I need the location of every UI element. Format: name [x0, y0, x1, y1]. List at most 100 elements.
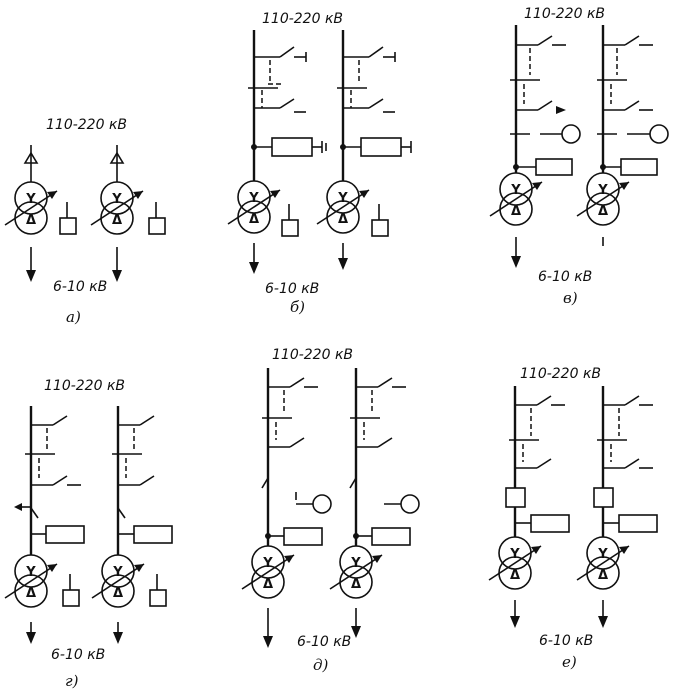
regulation-arrow-line — [227, 189, 281, 225]
scheme-v — [510, 25, 669, 268]
lv-winding-label: Δ — [113, 586, 123, 601]
transformer-icon: YΔ — [576, 536, 630, 590]
scheme-d — [261, 368, 420, 648]
branch-e-right — [593, 386, 658, 628]
hv-winding-label: Y — [509, 547, 520, 562]
measuring-transformer-icon — [561, 124, 581, 144]
hv-winding-label: Y — [337, 191, 348, 206]
capacitor-battery-icon — [371, 527, 411, 546]
branch-e-left — [505, 386, 570, 628]
arrow-down-icon — [338, 258, 348, 270]
transformer-icon: YΔ — [227, 180, 281, 234]
hv-winding-label: Y — [25, 565, 36, 580]
branch-v-left — [510, 25, 581, 268]
hv-label-g: 110-220 кВ — [44, 378, 125, 394]
regulation-arrow-line — [90, 190, 144, 226]
hv-label-d: 110-220 кВ — [272, 347, 353, 363]
arrow-down-icon — [351, 626, 361, 638]
lv-winding-label: Δ — [263, 577, 273, 592]
measuring-transformer-icon — [649, 124, 669, 144]
arrow-down-icon — [249, 262, 259, 274]
lv-winding-label: Δ — [26, 213, 36, 228]
lv-label-v: 6-10 кВ — [538, 269, 592, 285]
branch-g-right — [112, 406, 173, 644]
regulation-arrow-line — [241, 554, 295, 590]
regulation-arrow-line — [4, 190, 58, 226]
arrow-down-icon — [113, 632, 123, 644]
hv-winding-label: Y — [597, 183, 608, 198]
arrow-down-icon — [511, 256, 521, 268]
lv-label-d: 6-10 кВ — [297, 634, 351, 650]
transformer-icon: YΔ — [4, 554, 58, 608]
measuring-transformer-icon — [312, 494, 332, 514]
lv-winding-label: Δ — [249, 212, 259, 227]
reactor-box-icon — [593, 487, 614, 508]
arrowhead-icon — [284, 555, 294, 563]
capacitor-battery-icon — [535, 158, 573, 176]
lv-winding-label: Δ — [112, 213, 122, 228]
transformer-icon: YΔ — [489, 172, 543, 226]
lv-winding-label: Δ — [351, 577, 361, 592]
capacitor-battery-icon — [620, 158, 658, 176]
transformer-icon: YΔ — [241, 545, 295, 599]
hv-label-v: 110-220 кВ — [524, 6, 605, 22]
hv-winding-label: Y — [262, 556, 273, 571]
branch-v-right — [597, 25, 669, 246]
arrowhead-icon — [47, 564, 57, 572]
hv-winding-label: Y — [597, 547, 608, 562]
lv-winding-label: Δ — [510, 568, 520, 583]
transformer-icon: YΔ — [488, 536, 542, 590]
capacitor-battery-icon — [360, 137, 402, 157]
capacitor-battery-icon — [618, 514, 658, 533]
hv-winding-label: Y — [248, 191, 259, 206]
scheme-e — [505, 386, 658, 628]
hv-label-b: 110-220 кВ — [262, 11, 343, 27]
arrester-icon — [109, 151, 125, 164]
arrowhead-icon — [619, 182, 629, 190]
arrowhead-icon — [619, 546, 629, 554]
aux-box-icon — [371, 204, 389, 237]
lv-label-g: 6-10 кВ — [51, 647, 105, 663]
reactor-box-icon — [505, 487, 526, 508]
aux-box-icon — [62, 574, 80, 607]
arrester-icon — [23, 151, 39, 164]
regulation-arrow-line — [576, 545, 630, 581]
transformer-icon: YΔ — [4, 181, 58, 235]
transformer-icon: YΔ — [576, 172, 630, 226]
aux-box-icon — [149, 574, 167, 607]
arrowhead-icon — [133, 191, 143, 199]
caption-g: г) — [65, 672, 79, 689]
arrow-down-icon — [263, 636, 273, 648]
branch-d-left — [261, 368, 332, 648]
lv-winding-label: Δ — [598, 204, 608, 219]
arrow-down-icon — [112, 270, 122, 282]
measuring-transformer-icon — [400, 494, 420, 514]
regulation-arrow-line — [489, 181, 543, 217]
hv-label-e: 110-220 кВ — [520, 366, 601, 382]
caption-a: а) — [66, 308, 81, 326]
regulation-arrow-line — [91, 563, 145, 599]
branch-b-left — [248, 30, 327, 274]
regulation-arrow-line — [488, 545, 542, 581]
transformer-icon: YΔ — [316, 180, 370, 234]
regulation-arrow-line — [576, 181, 630, 217]
caption-v: в) — [563, 289, 578, 307]
scheme-b — [248, 30, 412, 274]
caption-b: б) — [290, 298, 305, 316]
lv-winding-label: Δ — [511, 204, 521, 219]
regulation-arrow-line — [316, 189, 370, 225]
lv-label-e: 6-10 кВ — [539, 633, 593, 649]
capacitor-battery-icon — [530, 514, 570, 533]
transformer-icon: YΔ — [91, 554, 145, 608]
hv-winding-label: Y — [25, 192, 36, 207]
aux-box-icon — [59, 202, 77, 235]
hv-winding-label: Y — [112, 565, 123, 580]
arrow-down-icon — [26, 632, 36, 644]
hv-winding-label: Y — [350, 556, 361, 571]
arrow-down-icon — [26, 270, 36, 282]
arrowhead-icon — [372, 555, 382, 563]
capacitor-battery-icon — [271, 137, 313, 157]
arrow-down-icon — [598, 616, 608, 628]
branch-d-right — [349, 368, 420, 638]
